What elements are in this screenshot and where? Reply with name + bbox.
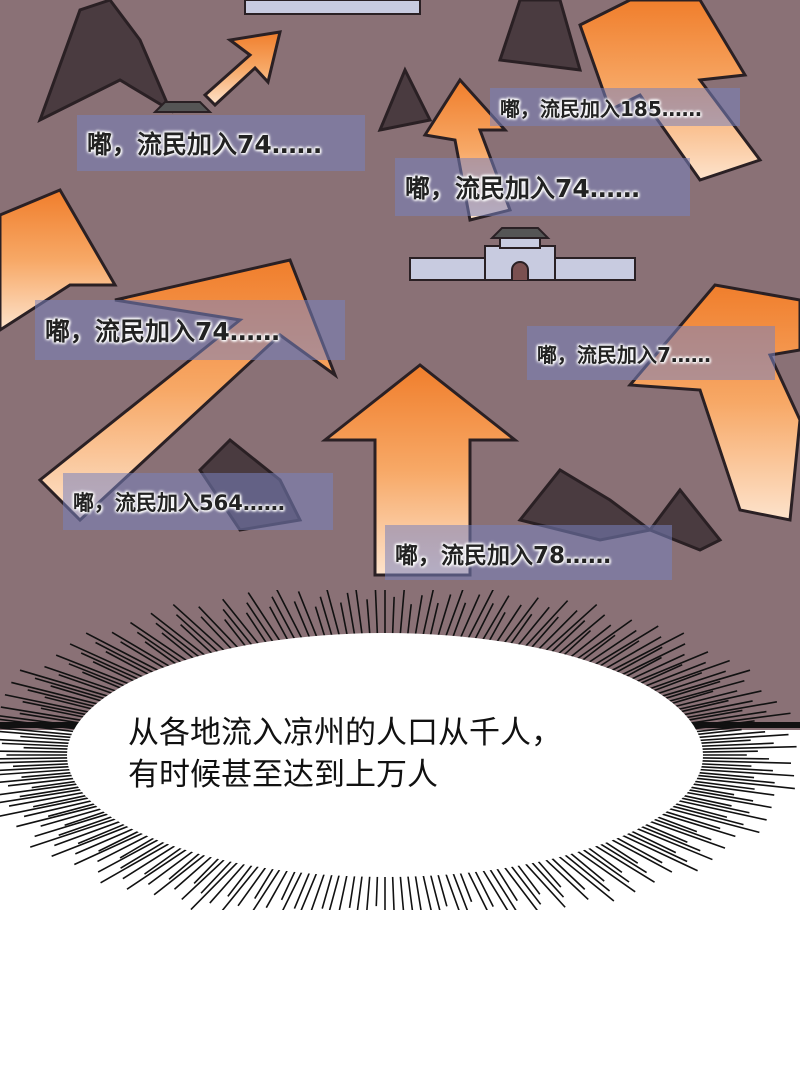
bubble-spike bbox=[653, 803, 760, 834]
bubble-spike bbox=[0, 793, 105, 817]
notification-label: 嘟，流民加入74…… bbox=[395, 158, 690, 216]
bubble-spike bbox=[635, 659, 730, 695]
bubble-spike bbox=[441, 590, 464, 646]
bubble-spike bbox=[463, 590, 494, 648]
bubble-spike bbox=[190, 853, 247, 910]
notification-label: 嘟，流民加入78…… bbox=[385, 525, 672, 580]
bubble-spike bbox=[19, 669, 124, 702]
watchtower-icon bbox=[152, 101, 213, 113]
bubble-spike bbox=[599, 632, 685, 678]
bubble-spike bbox=[0, 756, 86, 760]
bubble-spike bbox=[247, 592, 287, 650]
top-wall bbox=[244, 0, 421, 15]
fortress-icon bbox=[409, 227, 636, 281]
bubble-spike bbox=[0, 786, 98, 804]
notification-label: 嘟，流民加入7…… bbox=[527, 326, 775, 380]
bubble-spike bbox=[676, 712, 791, 729]
bubble-spike bbox=[0, 765, 87, 772]
bubble-spike bbox=[150, 612, 216, 664]
bubble-spike bbox=[29, 813, 131, 848]
bubble-spike bbox=[679, 775, 795, 790]
bubble-spike bbox=[51, 820, 143, 857]
bubble-spike bbox=[172, 603, 234, 660]
bubble-spike bbox=[517, 600, 569, 656]
bubble-spike bbox=[0, 727, 90, 737]
bubble-spike bbox=[100, 836, 182, 884]
bubble-spike bbox=[566, 843, 636, 893]
bubble-spike bbox=[0, 715, 94, 729]
bubble-spike bbox=[497, 858, 538, 910]
bubble-spike bbox=[662, 796, 767, 821]
bubble-spike bbox=[623, 822, 713, 861]
bubble-spike bbox=[126, 841, 198, 890]
notification-label: 嘟，流民加入74…… bbox=[77, 115, 365, 171]
bubble-spike bbox=[69, 643, 157, 684]
bubble-spike bbox=[355, 590, 365, 644]
bubble-spike bbox=[684, 745, 797, 751]
bubble-spike bbox=[11, 681, 114, 709]
bubble-spike bbox=[276, 590, 307, 648]
bubble-spike bbox=[670, 700, 778, 722]
notification-label: 嘟，流民加入564…… bbox=[63, 473, 333, 530]
bubble-spike bbox=[609, 828, 698, 872]
bubble-spike bbox=[583, 625, 659, 672]
bubble-spike bbox=[477, 861, 509, 910]
speech-bubble bbox=[0, 590, 797, 910]
notification-label: 嘟，流民加入185…… bbox=[490, 88, 740, 126]
bubble-spike bbox=[328, 865, 343, 910]
bubble-spike bbox=[536, 603, 598, 660]
bubble-spike bbox=[300, 864, 322, 910]
bubble-spike bbox=[398, 866, 405, 910]
bubble-spike bbox=[682, 767, 795, 777]
bubble-spike bbox=[646, 669, 751, 702]
bubble-spike bbox=[85, 632, 171, 678]
bubble-spike bbox=[221, 857, 266, 910]
caption-text: 从各地流入凉州的人口从千人， 有时候甚至达到上万人 bbox=[128, 715, 562, 793]
bubble-spike bbox=[420, 866, 432, 910]
notification-label: 嘟，流民加入74…… bbox=[35, 300, 345, 360]
bubble-spike bbox=[548, 848, 615, 902]
